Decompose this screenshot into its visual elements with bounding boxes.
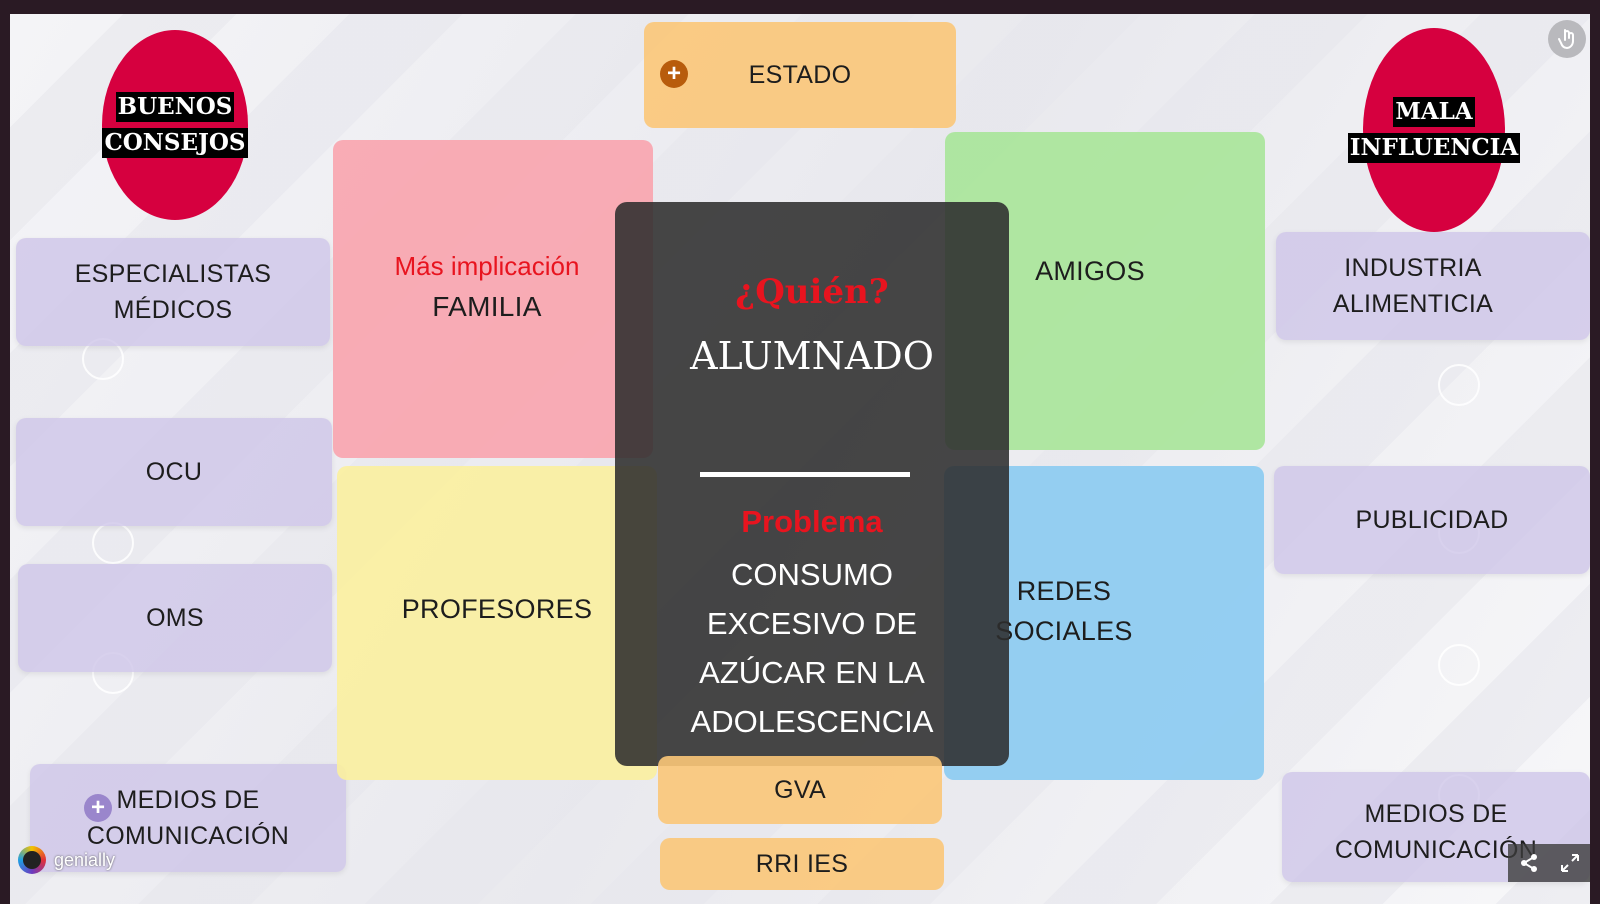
- genially-canvas: BUENOS CONSEJOS MALA INFLUENCIA + ESTADO…: [10, 14, 1590, 904]
- redes-line1: REDES: [1016, 576, 1112, 606]
- familia-label: FAMILIA: [432, 291, 542, 322]
- redes-line2: SOCIALES: [995, 616, 1133, 646]
- familia-subtitle: Más implicación: [394, 251, 580, 281]
- genially-logo-icon: [18, 846, 46, 874]
- deco-circle: [1438, 644, 1480, 686]
- viewer-controls: [1508, 844, 1590, 882]
- buenos-consejos-title-line2: CONSEJOS: [102, 128, 248, 158]
- medios-comunicacion-left-box[interactable]: + MEDIOS DE COMUNICACIÓN: [30, 764, 346, 872]
- plus-circle-icon[interactable]: +: [660, 60, 688, 88]
- estado-label: ESTADO: [748, 61, 852, 89]
- deco-circle: [1438, 364, 1480, 406]
- genially-logo[interactable]: genially: [18, 846, 115, 874]
- buenos-consejos-oval: BUENOS CONSEJOS: [102, 30, 248, 220]
- problem-line-3: AZÚCAR EN LA: [699, 655, 925, 690]
- profesores-label: PROFESORES: [401, 594, 593, 624]
- especialistas-line1: ESPECIALISTAS: [74, 260, 272, 288]
- ocu-label: OCU: [145, 458, 203, 486]
- rri-ies-box[interactable]: RRI IES: [660, 838, 944, 890]
- buenos-consejos-title-line1: BUENOS: [115, 92, 235, 122]
- gva-box[interactable]: GVA: [658, 756, 942, 824]
- quien-label: ¿Quién?: [735, 272, 889, 312]
- touch-icon[interactable]: [1548, 20, 1586, 58]
- genially-brand: genially: [54, 849, 116, 870]
- problema-label: Problema: [741, 504, 883, 539]
- familia-box[interactable]: Más implicación FAMILIA: [333, 140, 653, 458]
- industria-line2: ALIMENTICIA: [1332, 290, 1494, 318]
- alumnado-label: ALUMNADO: [690, 334, 934, 378]
- especialistas-line2: MÉDICOS: [113, 296, 233, 324]
- divider-line: [700, 472, 910, 477]
- medios-right-line1: MEDIOS DE: [1364, 800, 1508, 828]
- mala-influencia-title-line1: MALA: [1393, 97, 1475, 127]
- share-icon[interactable]: [1519, 853, 1539, 873]
- oms-box[interactable]: OMS: [18, 564, 332, 672]
- amigos-label: AMIGOS: [1035, 256, 1145, 286]
- medios-right-line2: COMUNICACIÓN: [1334, 836, 1538, 864]
- problem-line-4: ADOLESCENCIA: [690, 704, 934, 739]
- rri-ies-label: RRI IES: [755, 850, 849, 878]
- alumnado-panel[interactable]: ¿Quién? ALUMNADO Problema CONSUMO EXCESI…: [615, 202, 1009, 766]
- gva-label: GVA: [774, 776, 826, 804]
- deco-circle: [92, 522, 134, 564]
- profesores-box[interactable]: PROFESORES: [337, 466, 657, 780]
- fullscreen-icon[interactable]: [1560, 853, 1580, 873]
- plus-circle-icon[interactable]: +: [84, 794, 112, 822]
- mala-influencia-oval: MALA INFLUENCIA: [1347, 28, 1521, 232]
- medios-left-line1: MEDIOS DE: [116, 786, 260, 814]
- medios-left-line2: COMUNICACIÓN: [86, 822, 290, 850]
- oms-label: OMS: [146, 604, 204, 632]
- publicidad-label: PUBLICIDAD: [1355, 506, 1509, 534]
- industria-line1: INDUSTRIA: [1344, 254, 1482, 282]
- problem-line-2: EXCESIVO DE: [706, 606, 918, 641]
- estado-box[interactable]: + ESTADO: [644, 22, 956, 128]
- mala-influencia-title-line2: INFLUENCIA: [1347, 133, 1521, 163]
- ocu-box[interactable]: OCU: [16, 418, 332, 526]
- problem-line-1: CONSUMO: [731, 557, 893, 592]
- industria-alimenticia-box[interactable]: INDUSTRIA ALIMENTICIA: [1276, 232, 1590, 340]
- publicidad-box[interactable]: PUBLICIDAD: [1274, 466, 1590, 574]
- especialistas-medicos-box[interactable]: ESPECIALISTAS MÉDICOS: [16, 238, 330, 346]
